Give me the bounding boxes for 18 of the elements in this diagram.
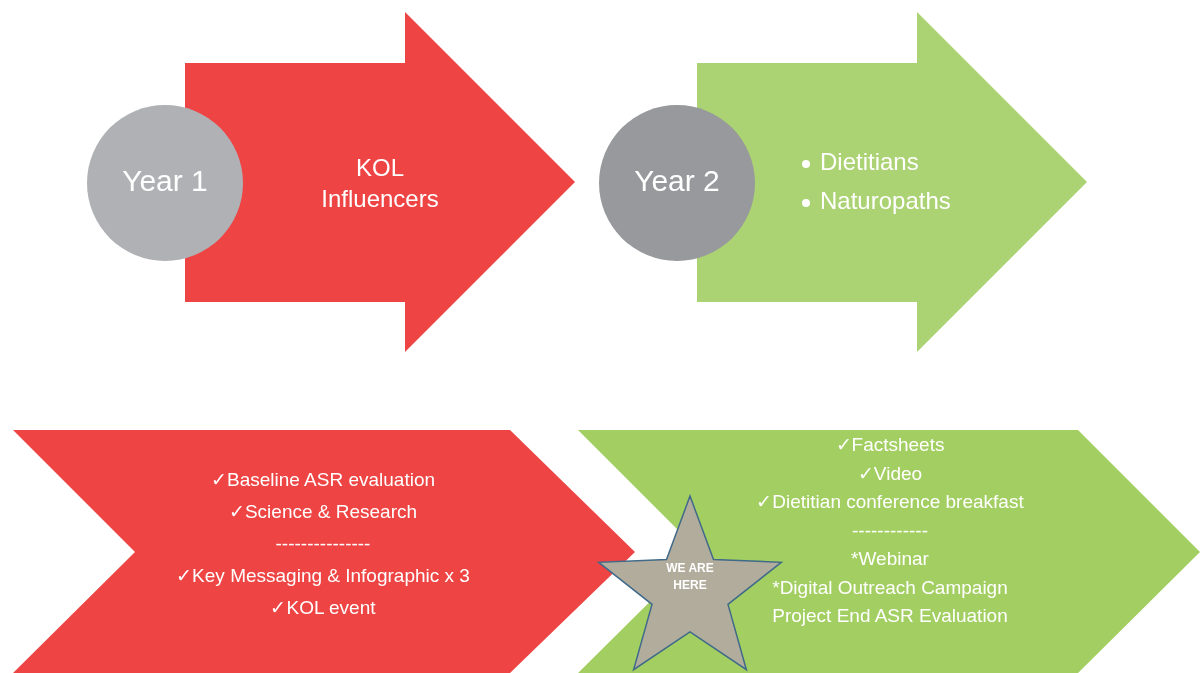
task-item: ✓Science & Research (227, 502, 419, 521)
year-label: Year 1 (121, 163, 209, 199)
task-item: --------------- (274, 534, 372, 553)
task-item: *Digital Outreach Campaign (771, 577, 1009, 597)
bullet-item: Dietitians (820, 148, 920, 177)
task-item: ✓Factsheets (834, 435, 946, 454)
task-item: ✓Dietitian conference breakfast (755, 492, 1025, 511)
task-item: ✓Baseline ASR evaluation (209, 470, 437, 489)
star-label: WE ARE HERE (665, 560, 715, 594)
task-item: ✓Video (856, 463, 924, 483)
arrow-label: KOL Influencers (320, 153, 440, 215)
year-label: Year 2 (633, 163, 721, 199)
task-item: ✓KOL event (269, 598, 377, 617)
task-item: ✓Key Messaging & Infographic x 3 (175, 566, 471, 585)
task-item: *Webinar (850, 549, 930, 568)
task-item: Project End ASR Evaluation (771, 606, 1009, 625)
task-item: ------------ (851, 520, 929, 540)
bullet-item: Naturopaths (820, 186, 952, 216)
